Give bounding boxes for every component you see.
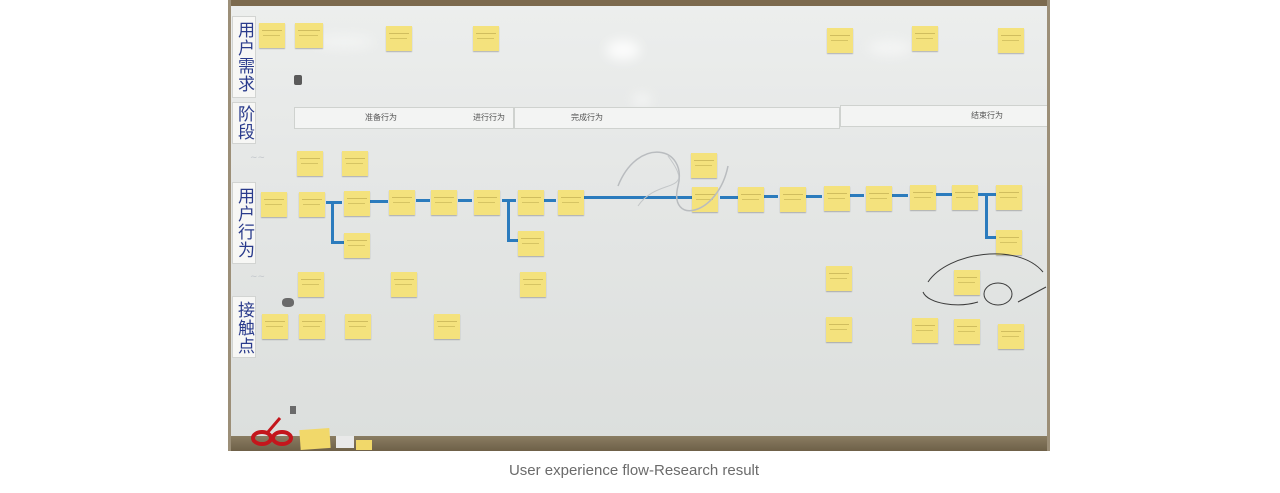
magnet bbox=[294, 75, 302, 85]
flow-branch bbox=[985, 236, 999, 239]
sticky-pad bbox=[299, 427, 331, 451]
row-label-card-stage: 阶段 bbox=[232, 102, 256, 144]
row-label-stage: 阶段 bbox=[234, 105, 254, 141]
sticky-note bbox=[824, 186, 850, 211]
sticky-note bbox=[996, 230, 1022, 255]
sticky-note bbox=[910, 185, 936, 210]
sticky-note bbox=[912, 318, 938, 343]
sticky-note bbox=[691, 153, 717, 178]
sticky-note bbox=[431, 190, 457, 215]
sticky-note bbox=[952, 185, 978, 210]
light-glare bbox=[868, 41, 912, 55]
sticky-note bbox=[866, 186, 892, 211]
image-caption: User experience flow-Research result bbox=[508, 462, 760, 479]
sticky-note bbox=[998, 324, 1024, 349]
sticky-note bbox=[474, 190, 500, 215]
flow-line bbox=[892, 194, 908, 197]
sticky-note bbox=[262, 314, 288, 339]
flow-line bbox=[764, 195, 778, 198]
flow-line bbox=[370, 200, 388, 203]
sticky-note bbox=[954, 319, 980, 344]
flow-branch bbox=[331, 241, 345, 244]
sticky-note bbox=[299, 314, 325, 339]
row-label-card-behavior: 用户行为 bbox=[232, 182, 256, 264]
sticky-note bbox=[342, 151, 368, 176]
sticky-note bbox=[344, 191, 370, 216]
magnet bbox=[290, 406, 296, 414]
row-label-behavior: 用户行为 bbox=[234, 187, 254, 259]
board-frame-left bbox=[228, 0, 231, 451]
row-label-card-needs: 用户需求 bbox=[232, 16, 256, 98]
sticky-note bbox=[826, 317, 852, 342]
sticky-note bbox=[297, 151, 323, 176]
sticky-note bbox=[391, 272, 417, 297]
sticky-note bbox=[996, 185, 1022, 210]
stage-label: 结束行为 bbox=[971, 111, 1003, 120]
sticky-pad bbox=[356, 440, 372, 450]
sticky-note bbox=[344, 233, 370, 258]
flow-branch bbox=[985, 193, 988, 238]
sticky-note bbox=[473, 26, 499, 51]
flow-line bbox=[850, 194, 864, 197]
paper-scrap bbox=[336, 436, 354, 448]
row-label-needs: 用户需求 bbox=[234, 21, 254, 93]
light-glare bbox=[633, 94, 651, 106]
stage-label: 完成行为 bbox=[571, 113, 603, 122]
sticky-note bbox=[780, 187, 806, 212]
magnet bbox=[282, 298, 294, 307]
sticky-note bbox=[518, 231, 544, 256]
sticky-note bbox=[826, 266, 852, 291]
board-tray bbox=[228, 436, 1050, 451]
sticky-note bbox=[912, 26, 938, 51]
whiteboard-photo: 用户需求 阶段 用户行为 接触点 准备行为 进行行为 完成行为 结束行为 ~~ … bbox=[228, 0, 1050, 451]
stage-strip: 准备行为 进行行为 bbox=[294, 107, 514, 129]
whiteboard: 用户需求 阶段 用户行为 接触点 准备行为 进行行为 完成行为 结束行为 ~~ … bbox=[228, 6, 1050, 438]
sticky-note bbox=[386, 26, 412, 51]
light-glare bbox=[606, 40, 640, 60]
flow-branch bbox=[507, 239, 521, 242]
board-frame-top bbox=[228, 0, 1050, 8]
flow-branch bbox=[507, 199, 510, 241]
sticky-note bbox=[998, 28, 1024, 53]
flow-line bbox=[806, 195, 822, 198]
scissors-icon bbox=[251, 417, 293, 446]
flow-line bbox=[544, 199, 556, 202]
sticky-note bbox=[298, 272, 324, 297]
row-label-touchpoint: 接触点 bbox=[234, 301, 254, 355]
sticky-note bbox=[295, 23, 323, 48]
flow-branch bbox=[331, 201, 334, 243]
sticky-note bbox=[738, 187, 764, 212]
row-label-card-touchpoint: 接触点 bbox=[232, 296, 256, 358]
flow-line bbox=[936, 193, 952, 196]
board-frame-right bbox=[1047, 0, 1050, 451]
stage-label: 准备行为 bbox=[365, 113, 397, 122]
marker-sketch bbox=[922, 253, 1047, 306]
sticky-note bbox=[299, 192, 325, 217]
flow-line bbox=[458, 199, 472, 202]
sticky-note bbox=[434, 314, 460, 339]
sticky-note bbox=[827, 28, 853, 53]
sticky-note bbox=[259, 23, 285, 48]
stage-label: 进行行为 bbox=[473, 113, 505, 122]
sticky-note bbox=[692, 187, 718, 212]
flow-line bbox=[416, 199, 430, 202]
flow-line bbox=[326, 201, 342, 204]
sticky-note bbox=[261, 192, 287, 217]
faint-sketch bbox=[617, 151, 729, 212]
stage-strip: 结束行为 bbox=[840, 105, 1048, 127]
stage-strip: 完成行为 bbox=[514, 107, 840, 129]
sticky-note bbox=[345, 314, 371, 339]
sticky-note bbox=[954, 270, 980, 295]
sticky-note bbox=[518, 190, 544, 215]
flow-line bbox=[720, 196, 738, 199]
sticky-note bbox=[558, 190, 584, 215]
flow-line bbox=[584, 196, 692, 199]
sticky-note bbox=[520, 272, 546, 297]
sticky-note bbox=[389, 190, 415, 215]
light-glare bbox=[314, 36, 374, 48]
